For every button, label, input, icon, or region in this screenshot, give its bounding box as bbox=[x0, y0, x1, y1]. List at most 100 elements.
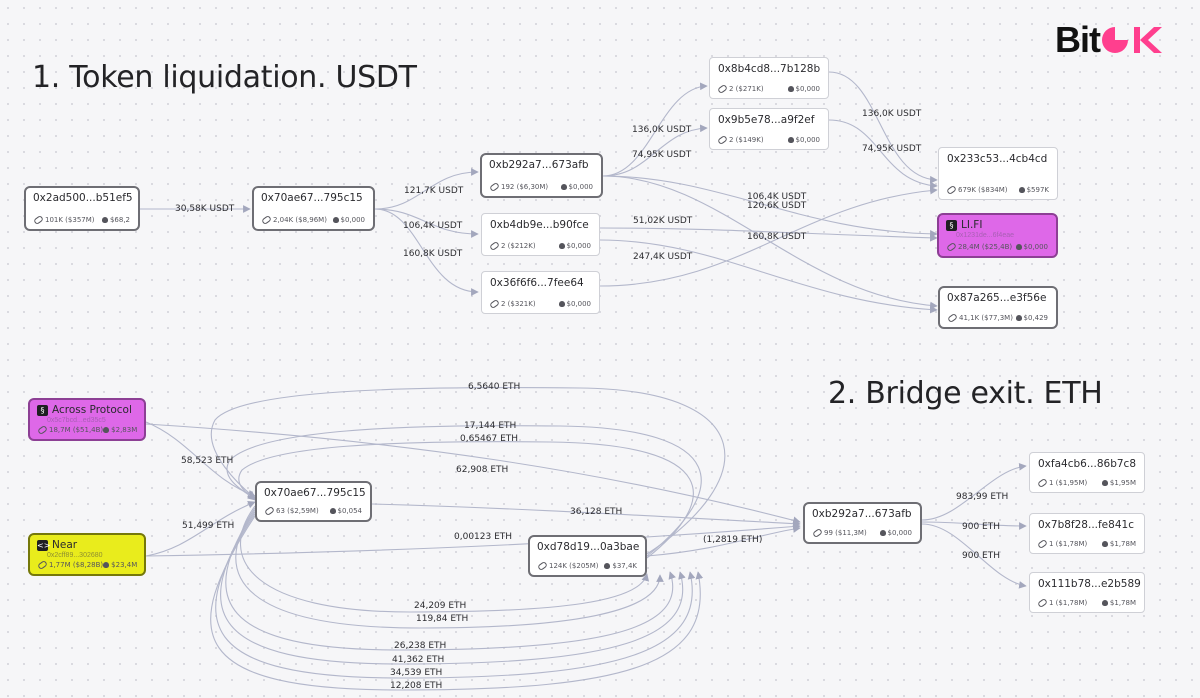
address-node[interactable]: 0x7b8f28...fe841c 1 ($1,78M)$1,78M bbox=[1029, 513, 1145, 554]
address-node[interactable]: 0x36f6f6...7fee64 2 ($321K)$0,000 bbox=[481, 271, 600, 314]
address-node[interactable]: 0x70ae67...795c15 2,04K ($8,96M)$0,000 bbox=[252, 186, 375, 231]
edge bbox=[602, 124, 708, 177]
edge bbox=[374, 208, 479, 238]
address-title: 0x9b5e78...a9f2ef bbox=[718, 114, 815, 126]
edge bbox=[220, 511, 686, 665]
address-node[interactable]: 0x2ad500...b51ef5 101K ($357M)$68,2 bbox=[24, 186, 140, 231]
link-icon bbox=[1037, 538, 1048, 550]
edge-label: 24,209 ETH bbox=[414, 601, 467, 611]
money-bag-icon bbox=[1018, 187, 1025, 193]
edge bbox=[210, 515, 704, 691]
edge bbox=[145, 522, 801, 557]
edge-label: 247,4K USDT bbox=[633, 252, 693, 262]
service-title: Across Protocol bbox=[52, 404, 132, 416]
address-title: 0x87a265...e3f56e bbox=[947, 292, 1047, 304]
edge-label: 51,499 ETH bbox=[182, 521, 235, 531]
edge bbox=[145, 423, 801, 524]
link-icon bbox=[717, 83, 728, 95]
service-node-across[interactable]: §Across Protocol 0x5c7bcd...ed35c5 18,7M… bbox=[28, 398, 146, 441]
link-icon bbox=[489, 181, 500, 193]
edge-label: 58,523 ETH bbox=[181, 456, 234, 466]
money-bag-icon bbox=[558, 301, 565, 307]
address-node[interactable]: 0x233c53...4cb4cd 679K ($834M)$597K bbox=[938, 147, 1058, 200]
link-icon bbox=[264, 505, 275, 517]
edge bbox=[599, 227, 938, 242]
link-icon bbox=[37, 559, 48, 571]
address-node[interactable]: 0x111b78...e2b589 1 ($1,78M)$1,78M bbox=[1029, 572, 1145, 613]
edge bbox=[921, 462, 1027, 521]
money-bag-icon bbox=[329, 508, 336, 514]
edge bbox=[215, 513, 696, 679]
edge-label: 17,144 ETH bbox=[464, 421, 517, 431]
link-icon bbox=[261, 214, 272, 226]
edge bbox=[226, 425, 702, 557]
link-icon bbox=[1037, 597, 1048, 609]
service-address: 0x5c7bcd...ed35c5 bbox=[47, 417, 106, 424]
address-title: 0x8b4cd8...7b128b bbox=[718, 63, 821, 75]
edge bbox=[602, 175, 938, 310]
money-bag-icon bbox=[103, 562, 110, 568]
address-node[interactable]: 0x9b5e78...a9f2ef 2 ($149K)$0,000 bbox=[709, 108, 829, 150]
money-bag-icon bbox=[1101, 541, 1108, 547]
edge bbox=[210, 387, 726, 555]
edge-label: 983,99 ETH bbox=[956, 492, 1009, 502]
edge bbox=[235, 507, 664, 629]
edge bbox=[374, 208, 479, 296]
address-title: 0x36f6f6...7fee64 bbox=[490, 277, 584, 289]
address-title: 0xb292a7...673afb bbox=[489, 159, 589, 171]
link-icon bbox=[946, 184, 957, 196]
address-title: 0xb4db9e...b90fce bbox=[490, 219, 589, 231]
service-title: LI.FI bbox=[961, 219, 983, 231]
edge bbox=[374, 168, 479, 210]
link-icon bbox=[1037, 477, 1048, 489]
address-node[interactable]: 0xb292a7...673afb 192 ($6,30M)$0,000 bbox=[480, 153, 603, 198]
address-title: 0x7b8f28...fe841c bbox=[1038, 519, 1134, 531]
address-node[interactable]: 0x87a265...e3f56e 41,1K ($77,3M)$0,429 bbox=[938, 286, 1058, 329]
edge-label: 41,362 ETH bbox=[392, 655, 445, 665]
edge-label: 62,908 ETH bbox=[456, 465, 509, 475]
edge-label: 0,65467 ETH bbox=[460, 434, 519, 444]
edge bbox=[599, 186, 938, 287]
money-bag-icon bbox=[101, 217, 108, 223]
edge bbox=[371, 503, 801, 528]
money-bag-icon bbox=[560, 184, 567, 190]
link-icon bbox=[489, 298, 500, 310]
address-title: 0x233c53...4cb4cd bbox=[947, 153, 1048, 165]
edge-label: 106,4K USDT bbox=[747, 192, 807, 202]
heading-bridge-exit: 2. Bridge exit. ETH bbox=[828, 376, 1103, 411]
service-node-lifi[interactable]: §LI.FI 0x1231de...6f4eae 28,4M ($25,4B)$… bbox=[937, 213, 1058, 258]
address-node[interactable]: 0xfa4cb6...86b7c8 1 ($1,95M)$1,95M bbox=[1029, 452, 1145, 493]
address-title: 0x111b78...e2b589 bbox=[1038, 578, 1141, 590]
address-node[interactable]: 0x70ae67...795c15 63 ($2,59M)$0,054 bbox=[255, 481, 372, 522]
edge-label: 26,238 ETH bbox=[394, 641, 447, 651]
money-bag-icon bbox=[787, 86, 794, 92]
address-title: 0x70ae67...795c15 bbox=[264, 487, 366, 499]
address-node[interactable]: 0xb292a7...673afb 99 ($11,3M)$0,000 bbox=[803, 502, 922, 544]
bridge-icon: § bbox=[37, 404, 48, 416]
edge-label: 119,84 ETH bbox=[416, 614, 469, 624]
edge-label: 36,128 ETH bbox=[570, 507, 623, 517]
edge-label: (1,2819 ETH) bbox=[703, 535, 763, 545]
edge-label: 51,02K USDT bbox=[633, 216, 693, 226]
edge bbox=[921, 521, 1027, 530]
edge-label: 30,58K USDT bbox=[175, 204, 235, 214]
address-node[interactable]: 0x8b4cd8...7b128b 2 ($271K)$0,000 bbox=[709, 57, 829, 99]
money-bag-icon bbox=[787, 137, 794, 143]
edge-label: 0,00123 ETH bbox=[454, 532, 513, 542]
address-node[interactable]: 0xd78d19...0a3bae 124K ($205M)$37,4K bbox=[528, 535, 647, 577]
service-node-near[interactable]: <>Near 0x2cff89...302680 1,77M ($8,28B)$… bbox=[28, 533, 146, 576]
address-title: 0xfa4cb6...86b7c8 bbox=[1038, 458, 1136, 470]
edge-label: 74,95K USDT bbox=[862, 144, 922, 154]
edge-label: 12,208 ETH bbox=[390, 681, 443, 691]
edge-label: 120,6K USDT bbox=[747, 201, 807, 211]
edge bbox=[602, 82, 708, 177]
edge bbox=[602, 175, 938, 238]
logo-text: Bit bbox=[1055, 19, 1101, 60]
edge-label: 136,0K USDT bbox=[632, 125, 692, 135]
address-node[interactable]: 0xb4db9e...b90fce 2 ($212K)$0,000 bbox=[481, 213, 600, 256]
edge-label: 121,7K USDT bbox=[404, 186, 464, 196]
money-bag-icon bbox=[604, 563, 611, 569]
money-bag-icon bbox=[1101, 480, 1108, 486]
edge bbox=[239, 505, 650, 613]
address-title: 0x70ae67...795c15 bbox=[261, 192, 363, 204]
